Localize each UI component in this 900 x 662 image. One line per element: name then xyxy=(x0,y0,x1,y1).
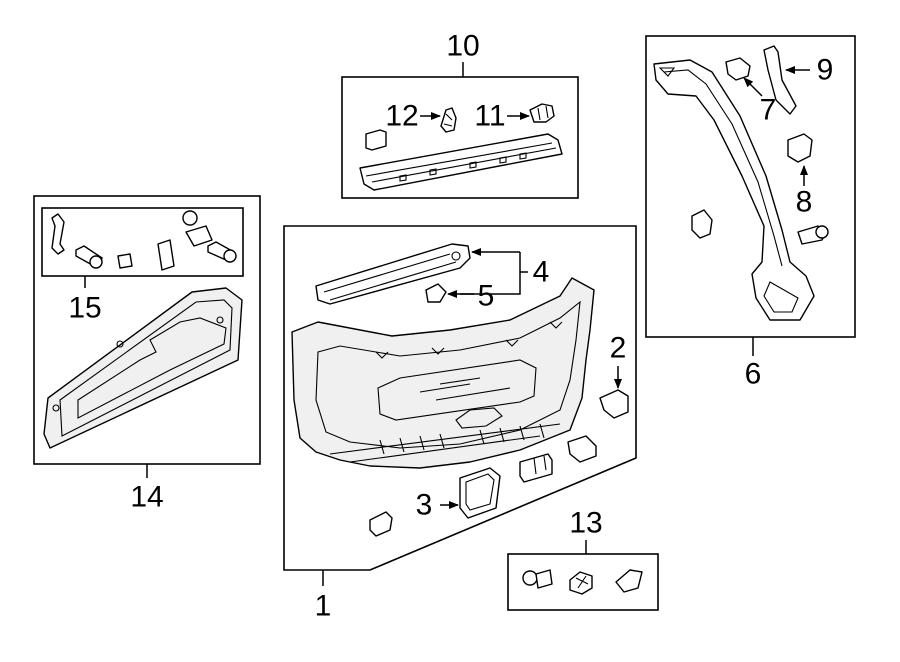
group-10-frame xyxy=(341,76,579,199)
clip-7 xyxy=(725,57,751,81)
callout-14: 14 xyxy=(130,481,163,514)
plate-15 xyxy=(157,239,175,271)
callout-1: 1 xyxy=(315,590,332,623)
liftgate-trim-panel xyxy=(291,277,595,469)
clip-11 xyxy=(529,103,555,123)
group-1: 1 4 5 2 3 xyxy=(283,225,637,623)
pad-15 xyxy=(117,253,133,269)
clip-11-detail xyxy=(537,105,549,121)
callout-9: 9 xyxy=(817,54,834,87)
group-10: 10 12 11 xyxy=(341,30,579,199)
clip-5 xyxy=(425,283,447,303)
callout-2: 2 xyxy=(610,332,627,365)
clip-1a xyxy=(369,511,393,537)
pillar-trim-tab xyxy=(658,67,676,77)
group-6: 6 7 9 8 xyxy=(645,35,856,391)
liftgate-handle-recess xyxy=(377,359,537,421)
callout-8: 8 xyxy=(796,186,813,219)
pull-handle xyxy=(315,243,471,305)
group-1-frame xyxy=(283,225,637,571)
strip-9 xyxy=(763,45,797,115)
cap-15 xyxy=(182,210,198,226)
callout-12: 12 xyxy=(385,100,418,133)
callout-4: 4 xyxy=(533,256,550,289)
molding-strip xyxy=(359,133,563,191)
hook-bracket xyxy=(51,213,65,255)
callout-6: 6 xyxy=(745,358,762,391)
callout-10: 10 xyxy=(446,30,479,63)
clip-12 xyxy=(440,107,457,133)
liftgate-clip-towers xyxy=(375,321,563,359)
clip-1b xyxy=(519,453,553,483)
bolt-6-head xyxy=(815,225,829,239)
pad-13 xyxy=(615,569,643,593)
clip-2 xyxy=(599,389,629,419)
pushpin-13-stem xyxy=(535,569,553,589)
panel-14-hole-a xyxy=(216,316,224,324)
liftgate-recess-lines xyxy=(419,377,511,401)
group-13-frame xyxy=(507,553,659,611)
trim-panel-14 xyxy=(43,287,243,449)
access-cover-inner xyxy=(465,473,495,511)
bolt-15b-head xyxy=(223,249,237,263)
clip-15 xyxy=(185,225,213,247)
nut-13-detail xyxy=(575,575,589,589)
group-13: 13 xyxy=(507,507,659,611)
pillar-trim-edge xyxy=(663,69,799,313)
pushpin-13 xyxy=(522,570,538,586)
callout-3: 3 xyxy=(416,489,433,522)
group-14: 15 14 xyxy=(33,195,261,514)
pull-handle-hole xyxy=(451,251,461,261)
clip-1c xyxy=(567,435,597,463)
group-6-frame xyxy=(645,35,856,338)
clip-8 xyxy=(787,133,813,163)
trim-panel-14-inner xyxy=(59,299,233,437)
clip-1b-detail xyxy=(533,455,547,475)
callout-13: 13 xyxy=(569,507,602,540)
leader-7 xyxy=(743,77,763,97)
liftgate-latch xyxy=(455,407,503,429)
liftgate-retainer-ribs xyxy=(379,423,545,455)
callout-7: 7 xyxy=(760,94,777,127)
callout-15: 15 xyxy=(68,292,101,325)
pushpin-6 xyxy=(691,209,713,239)
panel-14-hole-c xyxy=(52,404,60,412)
liftgate-bottom-edge xyxy=(329,423,561,463)
pillar-trim xyxy=(653,59,815,321)
leader-5-bracket xyxy=(460,252,521,295)
callout-11: 11 xyxy=(474,100,505,133)
molding-strip-slots xyxy=(399,152,527,182)
clip-12-detail xyxy=(443,113,453,127)
panel-14-hole-b xyxy=(116,340,124,348)
bolt-15a-head xyxy=(89,255,103,269)
trim-panel-14-recess xyxy=(77,317,227,419)
pull-handle-lines xyxy=(323,253,457,301)
callout-5: 5 xyxy=(478,280,495,313)
pad-10 xyxy=(365,129,387,151)
group-15-frame xyxy=(41,207,244,277)
